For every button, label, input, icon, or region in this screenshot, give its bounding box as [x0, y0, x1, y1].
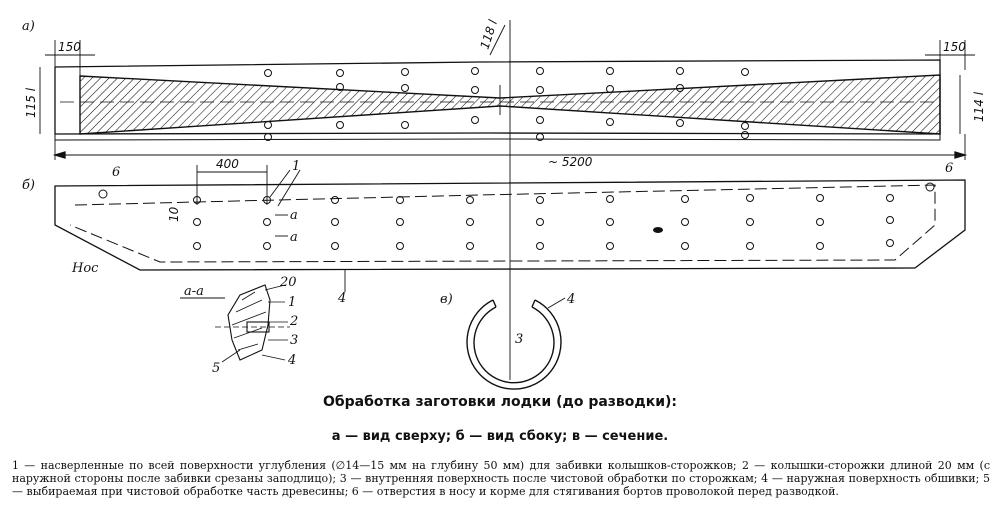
- label-pos4-side: 4: [337, 291, 346, 306]
- label-hole-bow: 6: [112, 165, 120, 180]
- figure-title: Обработка заготовки лодки (до разводки):: [322, 394, 678, 410]
- label-hole-stern: 6: [945, 161, 953, 176]
- label-nose: Нос: [71, 261, 99, 276]
- label-pos4-section: 4: [566, 292, 575, 307]
- label-pos1-detail: 1: [288, 295, 296, 310]
- view-a-label: а): [22, 19, 35, 34]
- top-view: а): [22, 19, 975, 380]
- dim-right-end: 150: [943, 40, 966, 54]
- label-pos3-detail: 3: [290, 333, 298, 348]
- dim-spacing: 400: [216, 157, 239, 171]
- drill-marks-side: [98, 182, 935, 250]
- label-section-aa: а-а: [184, 284, 204, 299]
- label-pos4-detail: 4: [287, 353, 296, 368]
- label-section-a-bottom: а: [290, 230, 298, 245]
- section-aa-detail: [180, 284, 290, 363]
- label-pos20: 20: [279, 275, 297, 290]
- dim-center-gap: 118 l: [478, 17, 501, 51]
- figure-subtitle: а — вид сверху; б — вид сбоку; в — сечен…: [331, 429, 669, 444]
- drill-marks-top: [264, 67, 749, 141]
- label-section-a-top: а: [290, 208, 298, 223]
- side-view: б): [22, 165, 966, 292]
- label-pos2: 2: [289, 314, 298, 329]
- dim-height-right: 114 l: [972, 91, 986, 122]
- dim-total-length: ~ 5200: [548, 155, 593, 169]
- dim-height-left: 115 l: [24, 87, 38, 118]
- cross-section-view: [466, 297, 566, 390]
- label-pos3-section: 3: [515, 332, 523, 347]
- label-pos1-side: 1: [292, 159, 300, 174]
- label-pos5: 5: [212, 361, 220, 376]
- dim-depth: 10: [167, 206, 181, 222]
- dim-left-end: 150: [58, 40, 81, 54]
- view-v-label: в): [440, 292, 453, 307]
- view-b-label: б): [22, 178, 35, 193]
- figure-legend: 1 — насверленные по всей поверхности угл…: [12, 459, 990, 498]
